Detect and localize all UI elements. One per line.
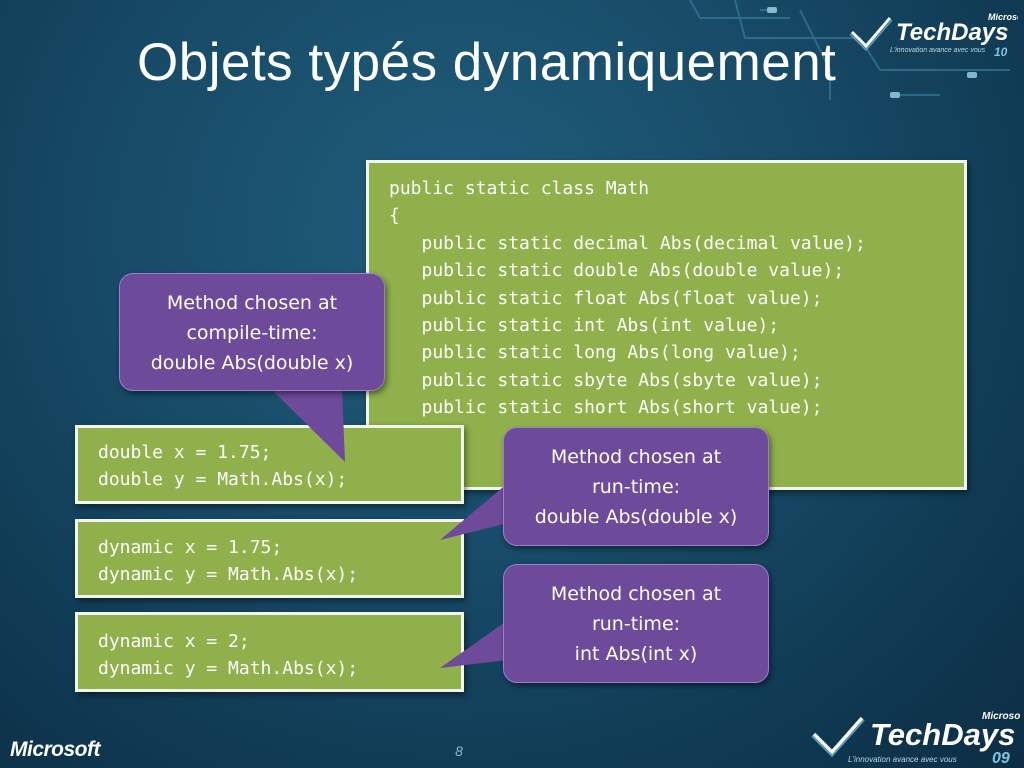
techdays-tagline: L'innovation avance avec vous bbox=[848, 755, 957, 764]
callout-line: double Abs(double x) bbox=[534, 506, 738, 528]
techdays-tagline: L'innovation avance avec vous bbox=[890, 47, 986, 54]
edition-number: 09 bbox=[992, 750, 1010, 766]
code-line: public static double Abs(double value); bbox=[389, 260, 845, 282]
slide-title: Objets typés dynamiquement bbox=[137, 33, 837, 92]
code-line: dynamic y = Math.Abs(x); bbox=[98, 564, 359, 586]
callout-line: Method chosen at bbox=[550, 583, 722, 605]
microsoft-logo: Microsoft bbox=[10, 738, 101, 761]
check-mark-icon bbox=[812, 716, 864, 755]
code-line: public static sbyte Abs(sbyte value); bbox=[389, 369, 823, 391]
techdays-logo-bottom: Microsoft TechDays L'innovation avance a… bbox=[811, 711, 1020, 766]
example-dynamic-double-code-box: dynamic x = 1.75; dynamic y = Math.Abs(x… bbox=[75, 519, 464, 598]
example-double-code-box: double x = 1.75; double y = Math.Abs(x); bbox=[75, 425, 464, 504]
microsoft-small-text: Microsoft bbox=[988, 12, 1018, 22]
callout-line: Method chosen at bbox=[550, 446, 722, 468]
callout-line: int Abs(int x) bbox=[574, 643, 698, 665]
code-line: public static long Abs(long value); bbox=[389, 342, 801, 364]
code-line: dynamic x = 1.75; bbox=[98, 537, 283, 558]
callout-line: compile-time: bbox=[186, 322, 318, 344]
techdays-wordmark: TechDays bbox=[870, 717, 1015, 752]
example-dynamic-int-code-box: dynamic x = 2; dynamic y = Math.Abs(x); bbox=[75, 612, 464, 692]
code-line: public static float Abs(float value); bbox=[389, 287, 823, 309]
code-line: double y = Math.Abs(x); bbox=[98, 469, 348, 491]
code-line: dynamic y = Math.Abs(x); bbox=[98, 658, 359, 680]
callout-line: run-time: bbox=[591, 476, 681, 498]
run-time-int-callout: Method chosen at run-time: int Abs(int x… bbox=[503, 564, 769, 683]
run-time-double-callout: Method chosen at run-time: double Abs(do… bbox=[503, 427, 769, 546]
check-mark-icon bbox=[850, 17, 892, 49]
edition-number: 10 bbox=[994, 45, 1008, 59]
compile-time-callout: Method chosen at compile-time: double Ab… bbox=[119, 273, 385, 391]
code-line: public static short Abs(short value); bbox=[389, 397, 823, 419]
code-line: { bbox=[389, 205, 400, 227]
code-line: double x = 1.75; bbox=[98, 442, 272, 463]
callout-line: run-time: bbox=[591, 613, 681, 635]
code-line: public static class Math bbox=[389, 178, 650, 199]
microsoft-small-text: Microsoft bbox=[982, 711, 1020, 722]
techdays-logo-top: Microsoft TechDays L'innovation avance a… bbox=[849, 12, 1018, 59]
code-line: dynamic x = 2; bbox=[98, 631, 250, 652]
callout-line: Method chosen at bbox=[166, 292, 338, 314]
page-number: 8 bbox=[455, 743, 463, 759]
techdays-wordmark: TechDays bbox=[896, 19, 1009, 46]
code-line: public static int Abs(int value); bbox=[389, 315, 780, 337]
code-line: public static decimal Abs(decimal value)… bbox=[389, 232, 866, 254]
callout-line: double Abs(double x) bbox=[150, 352, 354, 374]
